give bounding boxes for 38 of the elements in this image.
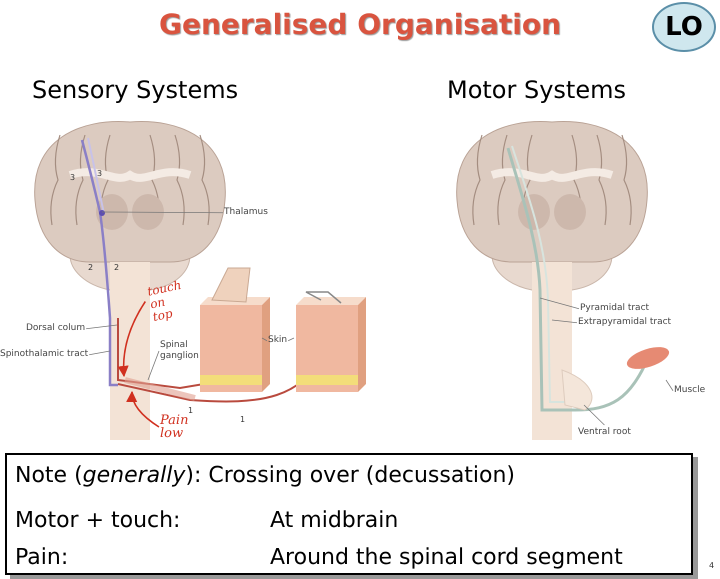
pathway-number: 1 [188, 405, 194, 417]
leader-line [540, 298, 580, 310]
note-text: Around the spinal cord segment [270, 544, 624, 572]
structure-label: Dorsal colum [26, 322, 86, 336]
leader-line [288, 338, 294, 342]
section-heading: Sensory Systems [32, 75, 238, 106]
leader-line [666, 380, 674, 392]
leader-line [584, 404, 605, 426]
structure-label: Muscle [674, 384, 706, 398]
note-text: At midbrain [270, 507, 400, 535]
leader-line [148, 350, 160, 380]
handwritten-note: Pain low [160, 414, 190, 440]
structure-label: Spinothalamic tract [0, 348, 88, 362]
pathway-number: 1 [240, 414, 246, 426]
pathway-number: 2 [114, 262, 120, 274]
pathway-number: 2 [88, 262, 94, 274]
structure-label: Thalamus [224, 206, 268, 220]
leader-line [86, 324, 118, 330]
pathway-number: 3 [70, 172, 76, 184]
leader-line [88, 350, 110, 356]
leader-line [552, 320, 578, 324]
structure-label: Ventral root [578, 426, 631, 440]
note-text: Pain: [15, 544, 70, 572]
leader-line [262, 338, 268, 342]
objective-badge: LO [652, 2, 716, 52]
structure-label: Pyramidal tract [580, 302, 650, 316]
page-number: 4 [709, 560, 714, 572]
handwritten-arrow [126, 390, 160, 428]
section-heading: Motor Systems [447, 75, 626, 106]
handwritten-arrow [118, 301, 146, 378]
structure-label: Extrapyramidal tract [578, 316, 672, 330]
note-text: Motor + touch: [15, 507, 182, 535]
leader-line [102, 212, 224, 214]
structure-label: Spinal ganglion [160, 340, 200, 362]
title: Generalised Organisation [158, 7, 562, 43]
handwritten-note: touch on top [146, 278, 188, 324]
note-text: Note (generally): Crossing over (decussation) [15, 462, 516, 490]
pathway-number: 3 [97, 168, 102, 180]
